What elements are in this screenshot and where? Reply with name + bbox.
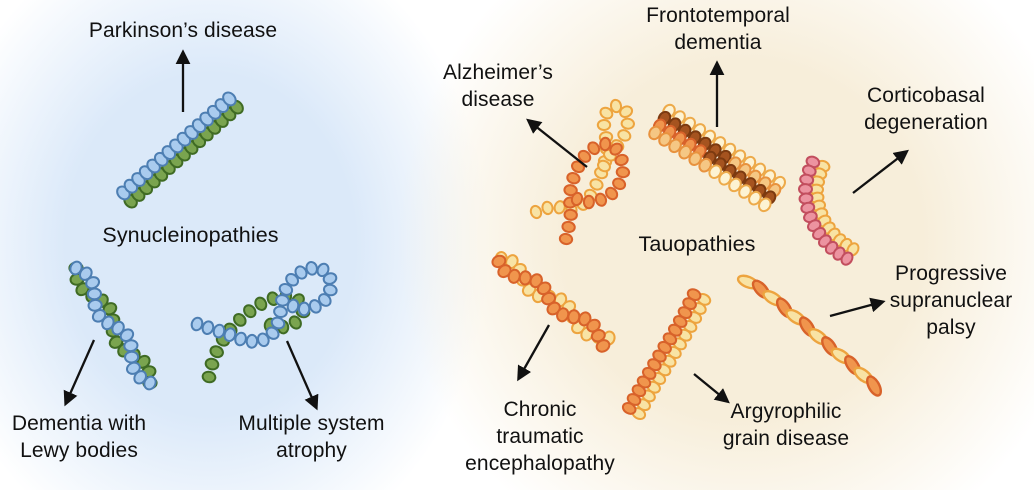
- arrow-agd: [693, 373, 730, 404]
- dlb-fibril: [68, 260, 158, 391]
- ftd-fibril: [648, 103, 786, 213]
- label-dementia-with-lewy-bodies: Dementia with Lewy bodies: [0, 410, 160, 464]
- arrow-cte: [517, 324, 551, 382]
- label-line: palsy: [926, 316, 976, 339]
- label-line: Argyrophilic: [730, 400, 842, 423]
- arrow-cbd: [852, 149, 909, 194]
- label-line: Multiple system: [238, 412, 385, 435]
- label-line: disease: [461, 88, 535, 111]
- label-line: Corticobasal: [867, 84, 985, 107]
- label-alzheimers-disease: Alzheimer’s disease: [416, 59, 580, 113]
- label-tauopathies: Tauopathies: [597, 231, 797, 258]
- alzheimers-fibril: [529, 98, 635, 246]
- label-line: traumatic: [496, 425, 584, 448]
- label-line: grain disease: [722, 427, 850, 450]
- cte-fibril: [491, 251, 616, 353]
- label-line: atrophy: [276, 439, 347, 462]
- psp-fibril: [736, 274, 882, 397]
- agd-fibril: [621, 288, 712, 421]
- arrow-alzheimers: [526, 118, 588, 168]
- label-line: Dementia with: [11, 412, 147, 435]
- msa-fibril: [190, 260, 338, 384]
- label-line: Lewy bodies: [20, 439, 138, 462]
- label-line: Progressive: [895, 262, 1007, 285]
- label-line: degeneration: [864, 111, 988, 134]
- label-progressive-supranuclear-palsy: Progressive supranuclear palsy: [868, 260, 1034, 341]
- label-line: Parkinson’s disease: [88, 19, 278, 42]
- arrow-psp: [829, 297, 886, 318]
- label-line: dementia: [674, 31, 762, 54]
- label-synucleinopathies: Synucleinopathies: [63, 222, 318, 249]
- label-corticobasal-degeneration: Corticobasal degeneration: [827, 82, 1025, 136]
- label-frontotemporal-dementia: Frontotemporal dementia: [616, 2, 820, 56]
- arrow-msa: [285, 340, 319, 411]
- label-line: Synucleinopathies: [102, 223, 279, 247]
- label-line: supranuclear: [889, 289, 1013, 312]
- label-line: Frontotemporal: [646, 4, 790, 27]
- label-line: Alzheimer’s: [442, 61, 554, 84]
- label-line: encephalopathy: [465, 452, 615, 475]
- label-argyrophilic-grain-disease: Argyrophilic grain disease: [694, 398, 878, 452]
- label-line: Chronic: [503, 398, 577, 421]
- label-multiple-system-atrophy: Multiple system atrophy: [219, 410, 404, 464]
- label-line: Tauopathies: [638, 232, 756, 256]
- label-parkinsons-disease: Parkinson’s disease: [58, 17, 308, 44]
- cbd-fibril: [798, 155, 860, 266]
- label-chronic-traumatic-encephalopathy: Chronic traumatic encephalopathy: [446, 396, 634, 477]
- arrow-dlb: [63, 339, 96, 407]
- parkinsons-fibril: [116, 91, 244, 209]
